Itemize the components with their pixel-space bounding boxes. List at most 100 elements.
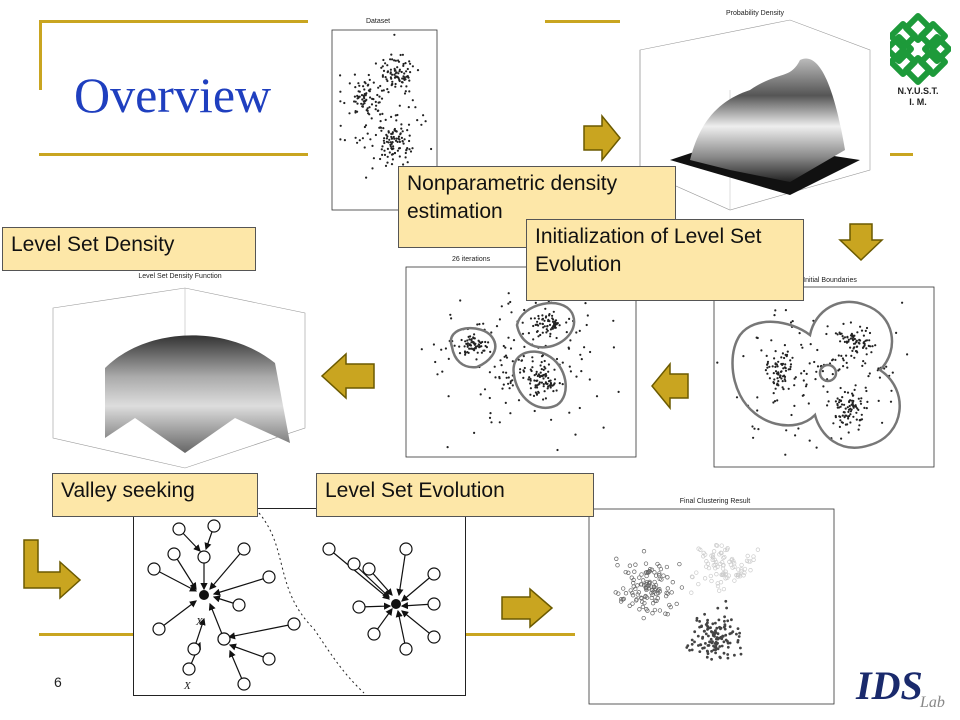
- scatter-point: [589, 350, 592, 354]
- scatter-point: [395, 137, 398, 140]
- scatter-point: [774, 387, 777, 390]
- scatter-point: [793, 377, 796, 380]
- scatter-point: [793, 404, 796, 407]
- scatter-point: [394, 69, 397, 72]
- scatter-point: [742, 566, 748, 572]
- scatter-point: [852, 399, 855, 403]
- scatter-point: [356, 94, 359, 97]
- scatter-point: [488, 396, 491, 400]
- scatter-point: [721, 555, 726, 561]
- scatter-point: [498, 375, 501, 379]
- scatter-point: [507, 336, 510, 339]
- scatter-point: [783, 356, 786, 360]
- scatter-point: [847, 338, 850, 341]
- scatter-point: [500, 305, 503, 308]
- scatter-point: [446, 446, 449, 449]
- scatter-point: [734, 572, 739, 578]
- scatter-point: [621, 586, 626, 591]
- scatter-point: [403, 92, 407, 95]
- scatter-point: [399, 53, 402, 57]
- scatter-point: [777, 373, 780, 376]
- scatter-point: [579, 353, 582, 356]
- scatter-point: [509, 300, 512, 304]
- scatter-point: [363, 125, 366, 129]
- scatter-point: [855, 350, 858, 353]
- scatter-point: [420, 123, 423, 126]
- scatter-point: [586, 314, 589, 317]
- scatter-point: [544, 316, 547, 319]
- scatter-point: [742, 355, 745, 358]
- level-set-surface-svg: [52, 287, 306, 469]
- scatter-point: [855, 411, 858, 414]
- scatter-point: [546, 387, 549, 390]
- scatter-point: [384, 164, 388, 167]
- scatter-point: [842, 337, 845, 340]
- scatter-point: [826, 404, 829, 407]
- scatter-point: [836, 333, 839, 336]
- scatter-point: [540, 361, 543, 364]
- scatter-point: [382, 58, 385, 62]
- scatter-point: [482, 349, 485, 352]
- scatter-point: [641, 549, 647, 554]
- scatter-point: [466, 344, 469, 347]
- scatter-point: [846, 366, 849, 369]
- scatter-point: [504, 401, 507, 404]
- scatter-point: [549, 328, 552, 331]
- scatter-point: [753, 427, 756, 430]
- scatter-point: [843, 336, 847, 339]
- scatter-point: [714, 543, 720, 548]
- scatter-point: [826, 390, 829, 393]
- scatter-point: [395, 119, 398, 122]
- scatter-point: [402, 62, 405, 66]
- scatter-point: [881, 421, 884, 424]
- scatter-point: [385, 137, 388, 140]
- scatter-point: [844, 407, 847, 410]
- scatter-point: [839, 386, 842, 390]
- ids-logo-text: IDS: [856, 663, 923, 708]
- scatter-point: [460, 338, 463, 342]
- scatter-point: [510, 311, 513, 314]
- scatter-point: [388, 138, 391, 141]
- scatter-point: [849, 413, 852, 416]
- scatter-point: [546, 382, 549, 385]
- scatter-point: [838, 401, 841, 404]
- scatter-point: [469, 335, 472, 338]
- scatter-point: [709, 553, 714, 558]
- scatter-point: [710, 630, 714, 634]
- level-set-function-plot: Level Set Density Function: [35, 268, 320, 478]
- scatter-point: [522, 376, 525, 379]
- scatter-point: [831, 373, 834, 376]
- scatter-point: [546, 329, 549, 332]
- scatter-point: [721, 635, 725, 638]
- scatter-point: [381, 153, 384, 156]
- scatter-point: [736, 627, 740, 630]
- scatter-point: [458, 345, 461, 348]
- scatter-point: [726, 619, 730, 623]
- scatter-point: [390, 137, 393, 140]
- title-underline-right: [878, 153, 913, 156]
- scatter-point: [547, 370, 550, 373]
- scatter-point: [529, 317, 533, 320]
- scatter-point: [780, 370, 783, 373]
- scatter-point: [409, 150, 413, 153]
- scatter-point: [376, 93, 379, 97]
- scatter-point: [377, 101, 380, 104]
- scatter-point: [847, 431, 850, 434]
- scatter-point: [736, 567, 741, 572]
- scatter-point: [689, 590, 694, 595]
- scatter-point: [565, 331, 568, 334]
- scatter-point: [715, 583, 721, 589]
- scatter-point: [545, 374, 548, 377]
- scatter-point: [735, 632, 738, 636]
- scatter-point: [741, 573, 746, 578]
- arrow-left-1-icon: [651, 362, 689, 410]
- scatter-point: [809, 343, 812, 346]
- scatter-point: [478, 343, 481, 346]
- scatter-point: [367, 73, 370, 77]
- scatter-point: [561, 361, 564, 364]
- ids-lab-logo: IDS Lab: [848, 660, 956, 718]
- scatter-point: [367, 112, 370, 115]
- scatter-point: [551, 384, 554, 387]
- scatter-point: [730, 618, 733, 622]
- scatter-point: [790, 413, 793, 417]
